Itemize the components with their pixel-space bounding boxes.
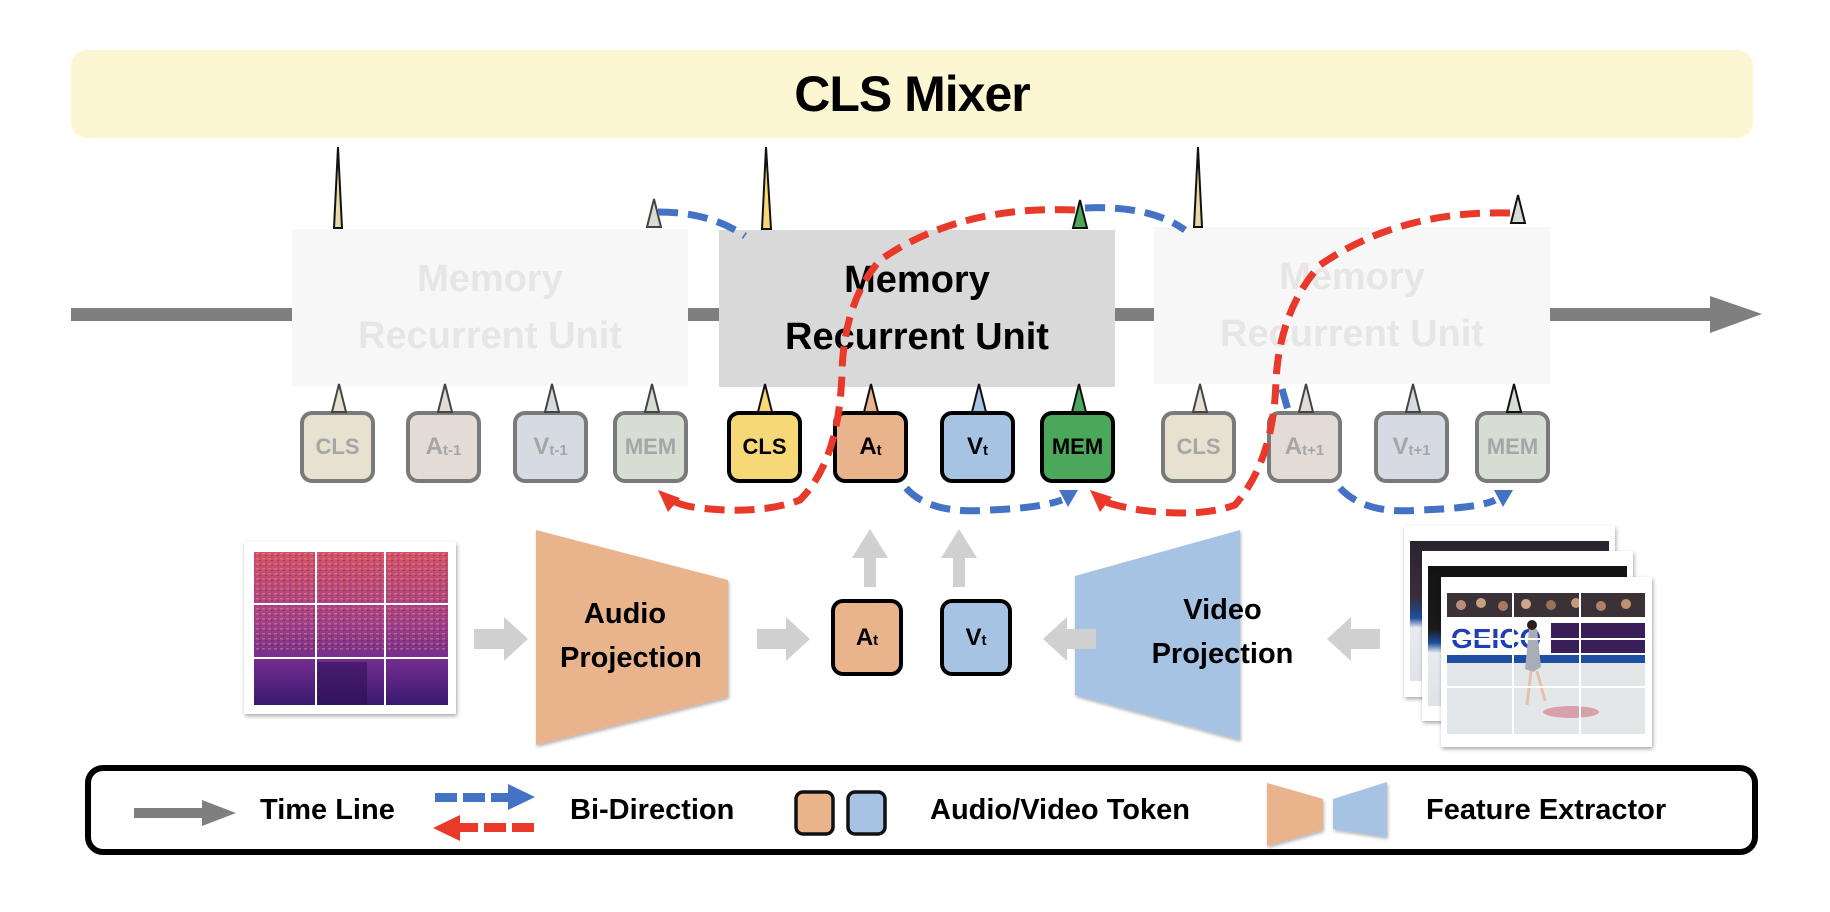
video-projection-label-line2: Projection (1151, 638, 1294, 670)
token-mem-next: MEM (1475, 411, 1550, 483)
memory-unit-label-line1: Memory (417, 257, 563, 300)
memory-unit-label-line1: Memory (844, 258, 990, 301)
video-projection-label-line1: Video (1183, 594, 1262, 626)
token-cls-prev: CLS (300, 411, 375, 483)
token-mem-current: MEM (1040, 411, 1115, 483)
skating-frame-graphic: GEICO (1447, 593, 1645, 734)
video-frame-front: GEICO (1441, 577, 1652, 747)
audio-projection-label-line2: Projection (560, 642, 702, 674)
audio-projection-label-line1: Audio (583, 598, 667, 630)
memory-unit-label-line2: Recurrent Unit (785, 315, 1049, 358)
token-cls-next: CLS (1161, 411, 1236, 483)
cls-mixer-label: CLS Mixer (794, 66, 1031, 122)
legend-bidirection-label: Bi-Direction (570, 794, 735, 826)
timeline-arrow-head (1710, 296, 1762, 333)
audio-projection: Audio Projection (560, 592, 702, 680)
cls-mixer: CLS Mixer (71, 50, 1753, 138)
spectrogram-graphic (254, 552, 448, 705)
video-projection: Video Projection (1140, 588, 1305, 676)
legend-token-label: Audio/Video Token (930, 794, 1190, 826)
memory-unit-label-line2: Recurrent Unit (358, 314, 622, 357)
legend-timeline-label: Time Line (260, 794, 395, 826)
spectrogram-image (244, 542, 456, 714)
token-mem-prev: MEM (613, 411, 688, 483)
legend-extractor-label: Feature Extractor (1426, 794, 1667, 826)
memory-unit-label-line2: Recurrent Unit (1220, 312, 1484, 355)
token-cls-current: CLS (727, 411, 802, 483)
legend (85, 765, 1758, 855)
memory-unit-label-line1: Memory (1279, 255, 1425, 298)
